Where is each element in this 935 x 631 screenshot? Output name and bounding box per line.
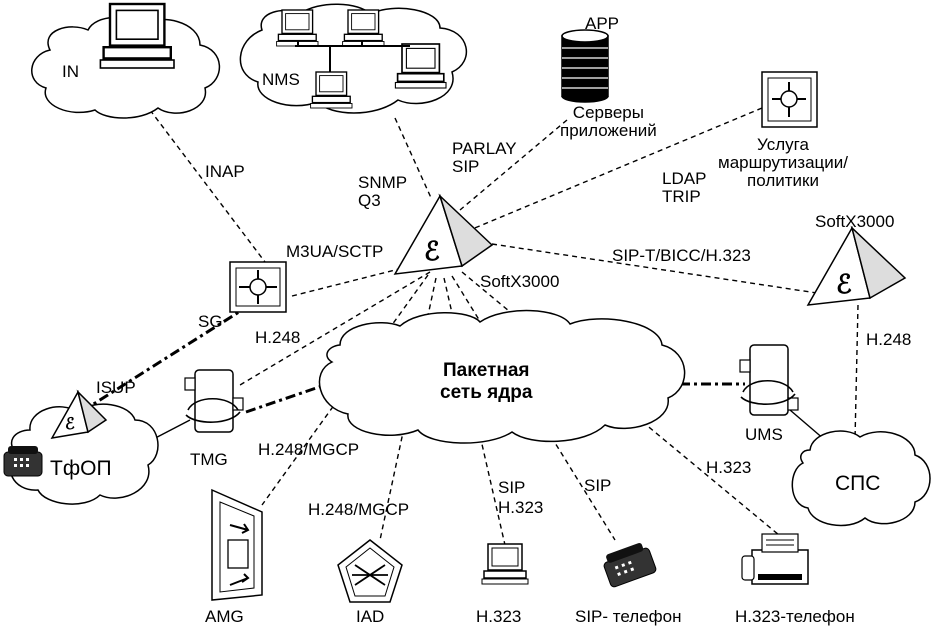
pstn-phone-icon <box>3 446 43 477</box>
link-nms <box>394 117 433 201</box>
nms-computer-icon-4 <box>394 43 447 89</box>
h248-right-label: H.248 <box>866 330 912 349</box>
softx-center-label: SoftX3000 <box>480 272 560 291</box>
in-label: IN <box>62 62 79 81</box>
bearer-links <box>91 303 745 414</box>
pstn-switch-icon: ℰ <box>50 389 108 439</box>
svg-text:ℰ: ℰ <box>65 414 75 433</box>
sip-h323-label: SIP H.323 <box>498 478 544 517</box>
pstn-label: ТфОП <box>50 457 112 480</box>
nms-computer-icon-2 <box>341 9 385 47</box>
link-amg <box>261 274 429 506</box>
app-server-icon <box>561 29 609 103</box>
sip-phone-icon <box>603 543 657 588</box>
nms-computer-icon-3 <box>309 71 353 109</box>
iad-icon <box>337 539 403 603</box>
h323-pc-label: H.323 <box>476 607 522 626</box>
core-network-label: Пакетная сеть ядра <box>440 360 533 403</box>
amg-icon <box>211 488 263 601</box>
svg-text:ℰ: ℰ <box>836 270 852 300</box>
nms-label: NMS <box>262 70 300 89</box>
softx-right-label: SoftX3000 <box>815 212 895 231</box>
link-routing <box>469 107 763 231</box>
sps-cloud <box>791 430 931 527</box>
link-tmg <box>239 271 431 386</box>
link-sg <box>291 264 416 297</box>
app-servers-label: Серверы приложений <box>560 103 657 140</box>
link-h248-right <box>854 304 859 441</box>
ldap-trip-label: LDAP TRIP <box>662 169 707 206</box>
tmg-icon <box>184 369 244 433</box>
inap-label: INAP <box>205 162 245 181</box>
h248-mgcp-amg-label: H.248/MGCP <box>258 440 360 459</box>
parlay-sip-label: PARLAY SIP <box>452 139 517 176</box>
link-softx-right <box>491 243 851 299</box>
routing-service-label: Услуга маршрутизации/ политики <box>718 135 848 190</box>
ums-label: UMS <box>745 425 783 444</box>
snmp-q3-label: SNMP Q3 <box>358 173 408 210</box>
h323-phone-icon <box>741 533 809 585</box>
amg-label: AMG <box>205 607 244 626</box>
tmg-label: TMG <box>190 450 228 469</box>
routing-service-icon <box>761 71 818 128</box>
h248-mgcp-iad-label: H.248/MGCP <box>308 500 410 519</box>
sg-icon <box>229 261 287 313</box>
sip-phone-label: SIP- телефон <box>575 607 682 626</box>
sip-t-bicc-label: SIP-T/BICC/H.323 <box>612 246 751 265</box>
svg-text:ℰ: ℰ <box>424 237 440 267</box>
softx-center-icon: ℰ <box>393 193 494 275</box>
m3ua-sctp-label: M3UA/SCTP <box>286 242 384 261</box>
softx-right-icon: ℰ <box>806 225 907 306</box>
h323-phone-label: H.323-телефон <box>735 607 855 626</box>
app-label: APP <box>585 14 620 33</box>
h248-sg-label: H.248 <box>255 328 301 347</box>
isup-label: ISUP <box>96 378 136 397</box>
sg-label: SG <box>198 312 223 331</box>
iad-label: IAD <box>356 607 385 626</box>
ums-icon <box>739 344 799 416</box>
nms-lan-lines <box>295 40 410 72</box>
h323-pc-icon <box>481 543 529 585</box>
link-in-sg <box>149 109 266 263</box>
core-cloud <box>318 309 686 444</box>
sps-label: СПС <box>835 472 881 495</box>
h323-link-label: H.323 <box>706 458 752 477</box>
sip-label: SIP <box>584 476 612 495</box>
in-computer-icon <box>99 2 176 70</box>
